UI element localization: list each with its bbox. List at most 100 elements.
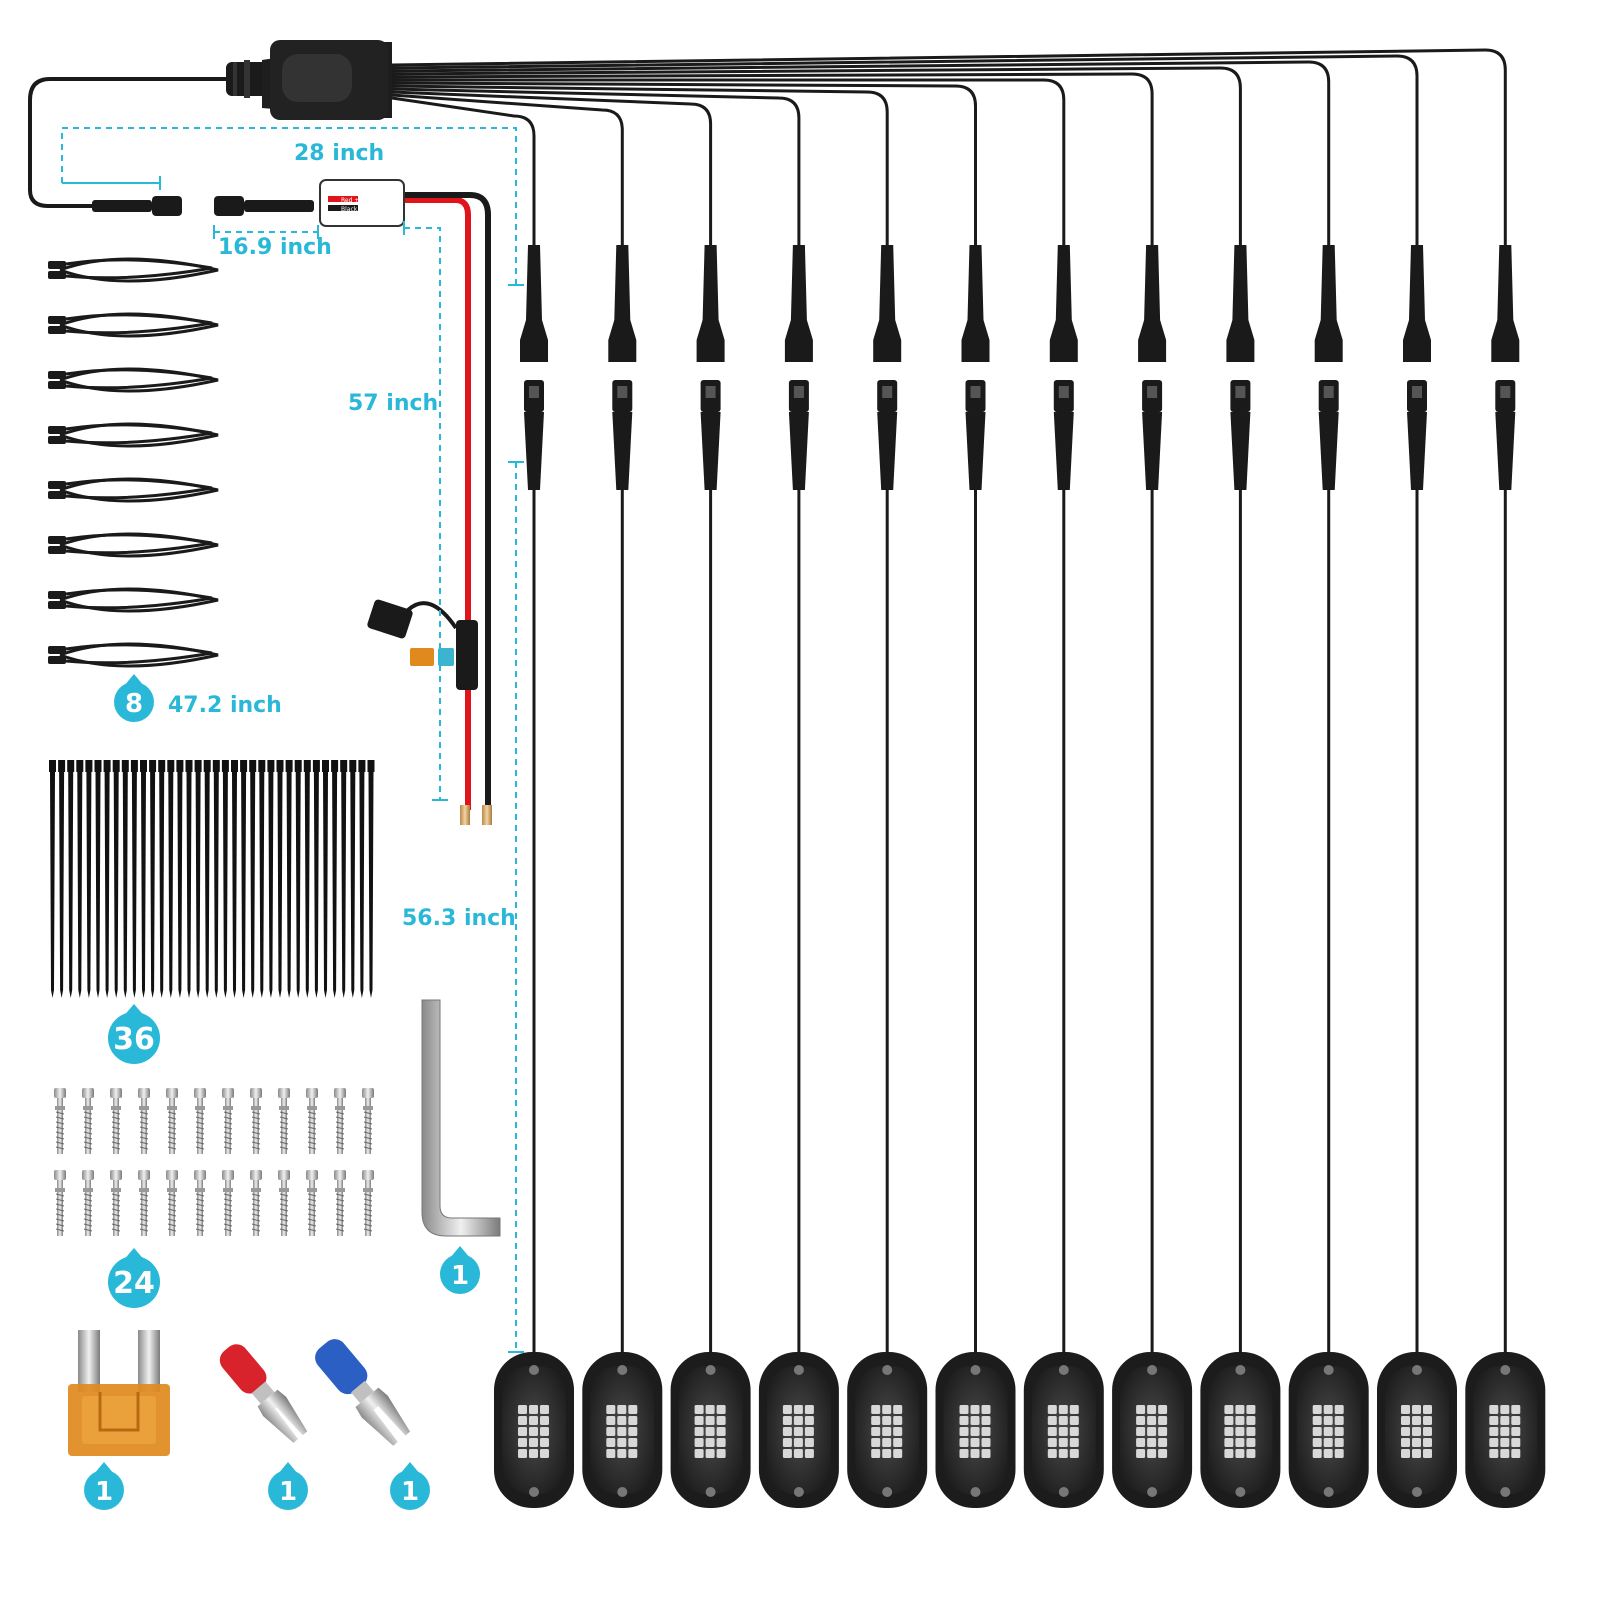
zip-tie (258, 760, 266, 998)
screw-head (362, 1088, 374, 1098)
screw-shaft (281, 1098, 287, 1154)
led-chip (1334, 1438, 1344, 1447)
zip-tie (340, 760, 348, 998)
screw-head (54, 1088, 66, 1098)
screw-thread (83, 1198, 93, 1202)
zip-tie-strap (59, 772, 65, 998)
led-chip (1235, 1416, 1245, 1425)
zip-tie-strap (95, 772, 101, 998)
screw-thread (111, 1136, 121, 1140)
led-chip (518, 1438, 527, 1447)
screw-thread (251, 1193, 261, 1197)
screw-thread (335, 1203, 345, 1207)
led-chip (1312, 1438, 1322, 1447)
screw (110, 1170, 122, 1236)
led-chip (1312, 1416, 1322, 1425)
screw-thread (223, 1131, 233, 1135)
screw-thread (195, 1208, 205, 1212)
led-chip (981, 1405, 991, 1414)
connector-plug (1138, 245, 1167, 362)
led-chip (716, 1438, 726, 1447)
harness-branch (391, 54, 1419, 245)
led-chip (1246, 1449, 1256, 1458)
led-chip (981, 1427, 991, 1436)
screw-thread (279, 1111, 289, 1115)
screw-thread (307, 1213, 317, 1217)
zip-tie-head (358, 760, 366, 772)
screw-washer (195, 1188, 205, 1192)
led-chip (529, 1438, 538, 1447)
screw-thread (83, 1116, 93, 1120)
pod-screw-hole (793, 1365, 804, 1375)
screw-shaft (169, 1098, 175, 1154)
spade-terminal-red (219, 1344, 308, 1443)
badge-terminal-red-count: 1 (279, 1477, 297, 1507)
pod-screw-hole (1323, 1487, 1334, 1497)
led-chip (1423, 1438, 1432, 1447)
screw (250, 1170, 262, 1236)
screw-thread (251, 1218, 261, 1222)
led-chip (970, 1449, 980, 1458)
rock-light-assembly (847, 245, 928, 1508)
rock-light-assembly (1377, 245, 1457, 1508)
zip-tie-strap (323, 772, 328, 998)
screw-thread (167, 1141, 177, 1145)
zip-tie (276, 760, 284, 998)
connector-boot (965, 412, 986, 490)
led-chip (1147, 1449, 1157, 1458)
badge-terminal-blue-count: 1 (401, 1477, 419, 1507)
zip-tie (231, 760, 238, 998)
screw-thread (335, 1228, 345, 1232)
connector-plug (961, 245, 990, 362)
screw-thread (251, 1213, 261, 1217)
pod-screw-hole (1058, 1487, 1069, 1497)
screw-thread (279, 1136, 289, 1140)
screw-thread (167, 1131, 177, 1135)
rock-light-assembly (758, 245, 839, 1508)
led-chip (540, 1405, 549, 1414)
zip-tie (240, 760, 248, 998)
cable-end (48, 546, 66, 554)
connector-pin (1500, 386, 1511, 398)
screw-thread (335, 1223, 345, 1227)
connector-pin (529, 386, 539, 398)
pod-screw-hole (1323, 1365, 1334, 1375)
screw-thread (83, 1141, 93, 1145)
screw-thread (167, 1193, 177, 1197)
led-chip (959, 1427, 969, 1436)
screw-shaft (337, 1098, 343, 1154)
screw-thread (223, 1141, 233, 1145)
led-chip (882, 1427, 892, 1436)
zip-tie-head (112, 760, 120, 772)
screw-thread (83, 1111, 93, 1115)
screw-thread (55, 1208, 65, 1212)
screw-thread (307, 1228, 317, 1232)
led-chip (1069, 1405, 1079, 1414)
led-chip (1401, 1416, 1410, 1425)
led-chip (1136, 1405, 1146, 1414)
screw-thread (363, 1146, 373, 1150)
screw-thread (335, 1193, 345, 1197)
screw-thread (139, 1146, 149, 1150)
screw-head (54, 1170, 66, 1180)
screw-head (194, 1088, 206, 1098)
screw-thread (279, 1228, 289, 1232)
screw-thread (167, 1111, 177, 1115)
screw-thread (55, 1136, 65, 1140)
screw-thread (55, 1126, 65, 1130)
zip-tie-head (185, 760, 193, 772)
connector-pin (970, 386, 981, 398)
zip-tie-head (130, 760, 138, 772)
screw-washer (363, 1188, 373, 1192)
screw-thread (279, 1131, 289, 1135)
connector-boot (1230, 412, 1251, 490)
zip-tie-strap (68, 772, 74, 998)
led-chip (970, 1427, 980, 1436)
zip-tie-strap (241, 772, 247, 998)
led-chip (606, 1449, 616, 1458)
screw-thread (139, 1203, 149, 1207)
rock-light-assembly (1023, 245, 1104, 1508)
screw-thread (139, 1136, 149, 1140)
screw-thread (83, 1126, 93, 1130)
pod-screw-hole (970, 1487, 981, 1497)
